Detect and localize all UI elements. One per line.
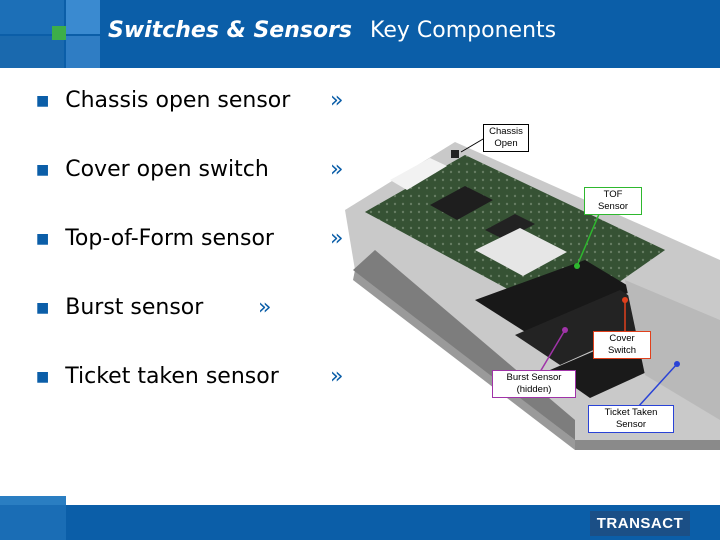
bullet-square-icon: ■ [36,299,50,316]
transact-logo: TRANSACT [590,511,690,536]
callout-burst-sensor: Burst Sensor (hidden) [492,370,576,398]
arrow-icon: » [258,295,272,320]
arrow-icon: » [330,226,344,251]
arrow-icon: » [330,88,344,113]
callout-line: Burst Sensor [506,372,562,383]
arrow-icon: » [330,157,344,182]
title-sub: Key Components [370,18,557,43]
bullet-label: Ticket taken sensor [65,364,279,389]
bullet-square-icon: ■ [36,368,50,385]
footer-decoration [0,496,66,505]
callout-line: (hidden) [516,384,552,395]
callout-line: Sensor [597,201,629,212]
title-main: Switches & Sensors [108,18,353,43]
callout-line: Chassis [489,126,523,137]
bullet-cover-open: ■ Cover open switch [36,157,269,182]
callout-line: Switch [608,345,636,356]
bullet-chassis-open: ■ Chassis open sensor [36,88,290,113]
bullet-tof: ■ Top-of-Form sensor [36,226,274,251]
slide-title: Switches & Sensors Key Components [108,18,556,43]
callout-line: Ticket Taken [604,407,658,418]
bullet-burst: ■ Burst sensor [36,295,203,320]
bullet-label: Burst sensor [65,295,204,320]
callout-line: Sensor [615,419,647,430]
header-decoration [0,0,100,68]
callout-line: Cover [609,333,635,344]
bullet-label: Top-of-Form sensor [65,226,274,251]
bullet-square-icon: ■ [36,92,50,109]
callout-ticket-taken: Ticket Taken Sensor [588,405,674,433]
bullet-ticket-taken: ■ Ticket taken sensor [36,364,279,389]
bullet-square-icon: ■ [36,161,50,178]
bullet-label: Chassis open sensor [65,88,291,113]
callout-line: TOF [603,189,623,200]
footer-decoration [0,505,66,540]
header-band: Switches & Sensors Key Components [0,0,720,68]
arrow-icon: » [330,364,344,389]
printer-mechanism-photo [345,131,720,450]
bullet-square-icon: ■ [36,230,50,247]
callout-tof-sensor: TOF Sensor [584,187,642,215]
callout-cover-switch: Cover Switch [593,331,651,359]
bullet-label: Cover open switch [65,157,269,182]
callout-chassis-open: Chassis Open [483,124,529,152]
callout-line: Open [494,138,518,149]
